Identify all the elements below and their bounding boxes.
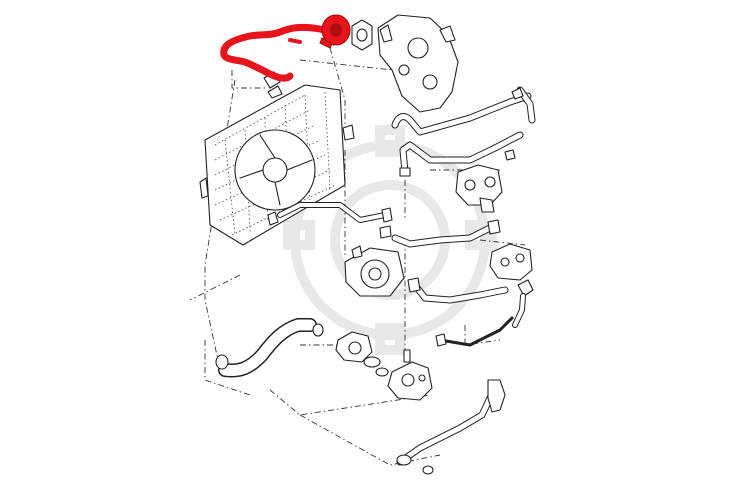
bypass-hose	[407, 277, 509, 304]
rigid-tube	[435, 316, 514, 347]
hose-end-fitting	[351, 19, 373, 51]
heater-hose-lower	[391, 219, 501, 248]
radiator-hose-lower-left	[215, 318, 324, 378]
lower-coolant-pipe	[396, 379, 506, 475]
coolant-connector-block	[455, 164, 503, 213]
water-pump-housing	[377, 14, 459, 113]
reference-lines	[189, 47, 526, 466]
thermostat-housing	[335, 331, 389, 377]
heater-hose-middle	[399, 131, 524, 177]
radiator-fan-shroud	[199, 84, 355, 246]
heater-hose-upper	[391, 86, 536, 136]
coolant-pump-pulley	[344, 245, 405, 297]
coolant-flange-block	[387, 349, 433, 401]
radiator-pipe-lower	[277, 202, 393, 239]
right-bracket-assembly	[489, 243, 534, 328]
highlighted-coolant-hose	[220, 14, 351, 82]
